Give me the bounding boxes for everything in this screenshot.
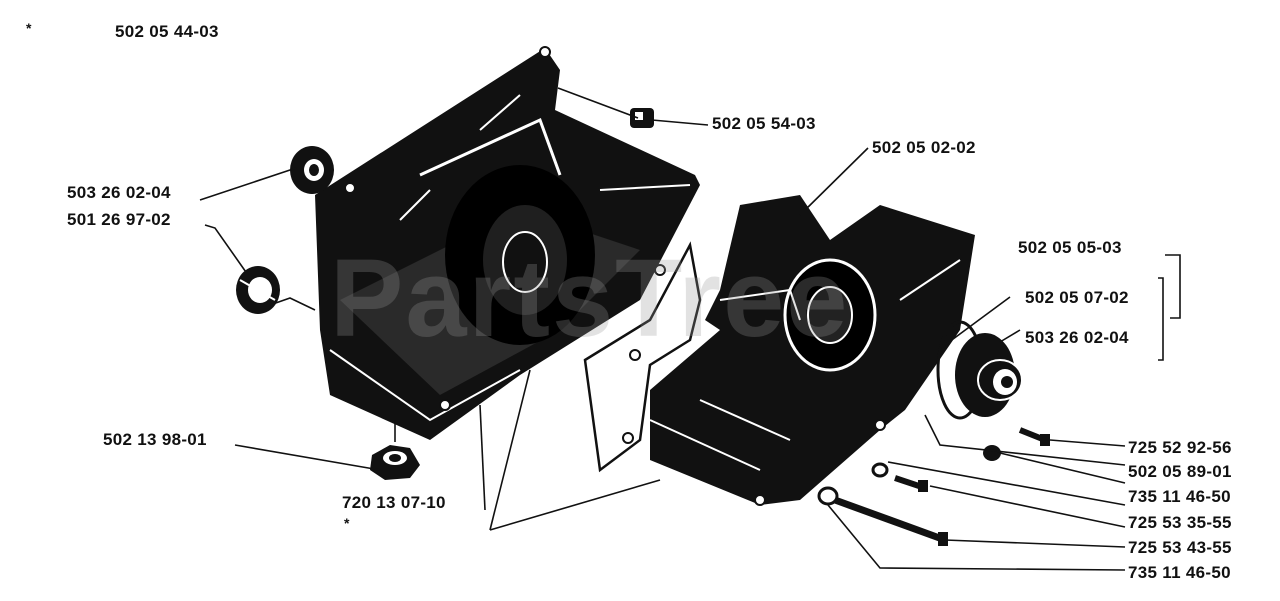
part-label-502-05-07-02: 502 05 07-02 [1025, 288, 1129, 307]
part-label-502-13-98-01: 502 13 98-01 [103, 430, 207, 449]
part-label-502-05-89-01: 502 05 89-01 [1128, 462, 1232, 481]
plug-502-05-89-01 [983, 445, 1001, 461]
note-asterisk-bottom: * [344, 515, 350, 531]
nut-502-13-98-01 [370, 445, 420, 480]
part-label-502-05-54-03: 502 05 54-03 [712, 114, 816, 133]
right-bearing-seal-assembly [936, 320, 1023, 420]
part-label-735-11-46-50-a: 735 11 46-50 [1128, 487, 1231, 506]
screw-725-52-92-56 [1018, 427, 1050, 446]
left-bearing [290, 146, 334, 194]
screw-725-53-35-55 [894, 475, 928, 492]
bolt-725-53-43-55 [833, 496, 948, 546]
part-label-503-26-02-04-left: 503 26 02-04 [67, 183, 171, 202]
part-label-735-11-46-50-b: 735 11 46-50 [1128, 563, 1231, 582]
part-label-502-05-02-02: 502 05 02-02 [872, 138, 976, 157]
part-label-503-26-02-04-right: 503 26 02-04 [1025, 328, 1129, 347]
part-label-725-53-43-55: 725 53 43-55 [1128, 538, 1232, 557]
part-label-725-53-35-55: 725 53 35-55 [1128, 513, 1232, 532]
part-label-502-05-05-03: 502 05 05-03 [1018, 238, 1122, 257]
plug-502-05-54-03 [630, 108, 654, 128]
right-crankcase-half [649, 195, 975, 506]
part-label-502-05-44-03: 502 05 44-03 [115, 22, 219, 41]
part-label-725-52-92-56: 725 52 92-56 [1128, 438, 1232, 457]
left-crankcase-half [315, 46, 700, 440]
gasket [583, 241, 702, 473]
leader-lines [199, 87, 1181, 571]
left-seal [236, 266, 280, 314]
washer-735-11-46-50-b [817, 486, 839, 506]
part-label-501-26-97-02: 501 26 97-02 [67, 210, 171, 229]
washer-735-11-46-50-a [871, 462, 889, 478]
note-asterisk-top: * [26, 20, 32, 36]
part-label-720-13-07-10: 720 13 07-10 [342, 493, 446, 512]
